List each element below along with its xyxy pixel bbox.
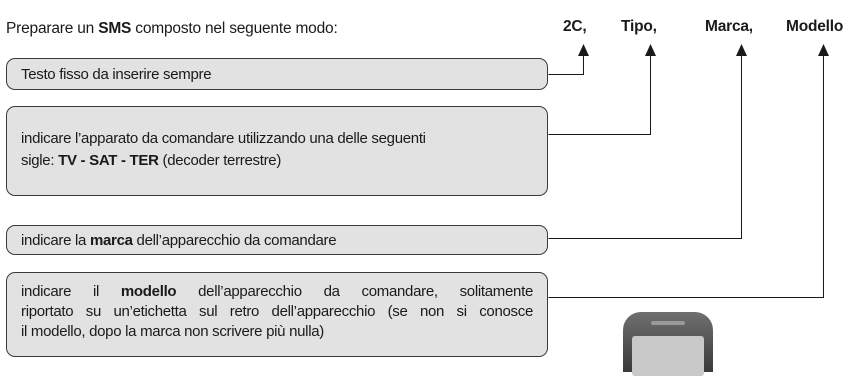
- arrow-line-modello: [548, 54, 824, 298]
- intro-before: Preparare un: [6, 20, 99, 37]
- intro-sms-bold: SMS: [98, 20, 132, 37]
- brand-bold: marca: [89, 232, 133, 249]
- intro-text: Preparare un SMS composto nel seguente m…: [6, 20, 338, 38]
- sep-2: -: [117, 152, 130, 169]
- phone-illustration: [623, 312, 713, 376]
- device-suffix: (decoder terrestre): [158, 152, 282, 169]
- brand-before: indicare la: [21, 232, 90, 249]
- code-tv: TV: [58, 152, 77, 169]
- arrowhead-modello: [818, 44, 829, 56]
- box-fixed-text: Testo fisso da inserire sempre: [6, 58, 548, 90]
- brand-after: dell’apparecchio da comandare: [132, 232, 337, 249]
- model-line3: il modello, dopo la marca non scrivere p…: [21, 323, 324, 340]
- arrowhead-code: [578, 44, 589, 56]
- header-marca: Marca,: [705, 18, 753, 35]
- sep-1: -: [76, 152, 90, 169]
- header-tipo: Tipo,: [621, 18, 657, 35]
- fixed-text-label: Testo fisso da inserire sempre: [21, 66, 212, 83]
- device-prefix: sigle:: [21, 152, 59, 169]
- connector-arrows: [548, 44, 829, 298]
- box-model: indicare il modello dell’apparecchio da …: [6, 272, 548, 357]
- model-line1-after: dell’apparecchio da comandare, solitamen…: [176, 283, 533, 300]
- device-line2: sigle: TV - SAT - TER (decoder terrestre…: [21, 150, 533, 172]
- arrowhead-marca: [736, 44, 747, 56]
- box-brand: indicare la marca dell’apparecchio da co…: [6, 225, 548, 255]
- phone-screen: [632, 336, 704, 376]
- header-code: 2C,: [563, 18, 587, 35]
- model-line1-before: indicare il: [21, 283, 121, 300]
- device-line1: indicare l’apparato da comandare utilizz…: [21, 130, 426, 147]
- arrow-line-tipo: [548, 54, 651, 135]
- box-device-type: indicare l’apparato da comandare utilizz…: [6, 106, 548, 196]
- arrow-line-code: [548, 54, 584, 75]
- header-modello: Modello: [786, 18, 844, 35]
- arrowhead-tipo: [645, 44, 656, 56]
- model-line1: indicare il modello dell’apparecchio da …: [21, 282, 533, 302]
- model-line2: riportato su un’etichetta sul retro dell…: [21, 303, 533, 320]
- phone-speaker: [651, 321, 685, 325]
- model-bold: modello: [120, 283, 177, 300]
- code-ter: TER: [129, 152, 159, 169]
- code-sat: SAT: [89, 152, 118, 169]
- intro-after: composto nel seguente modo:: [131, 20, 338, 37]
- arrow-line-marca: [548, 54, 742, 239]
